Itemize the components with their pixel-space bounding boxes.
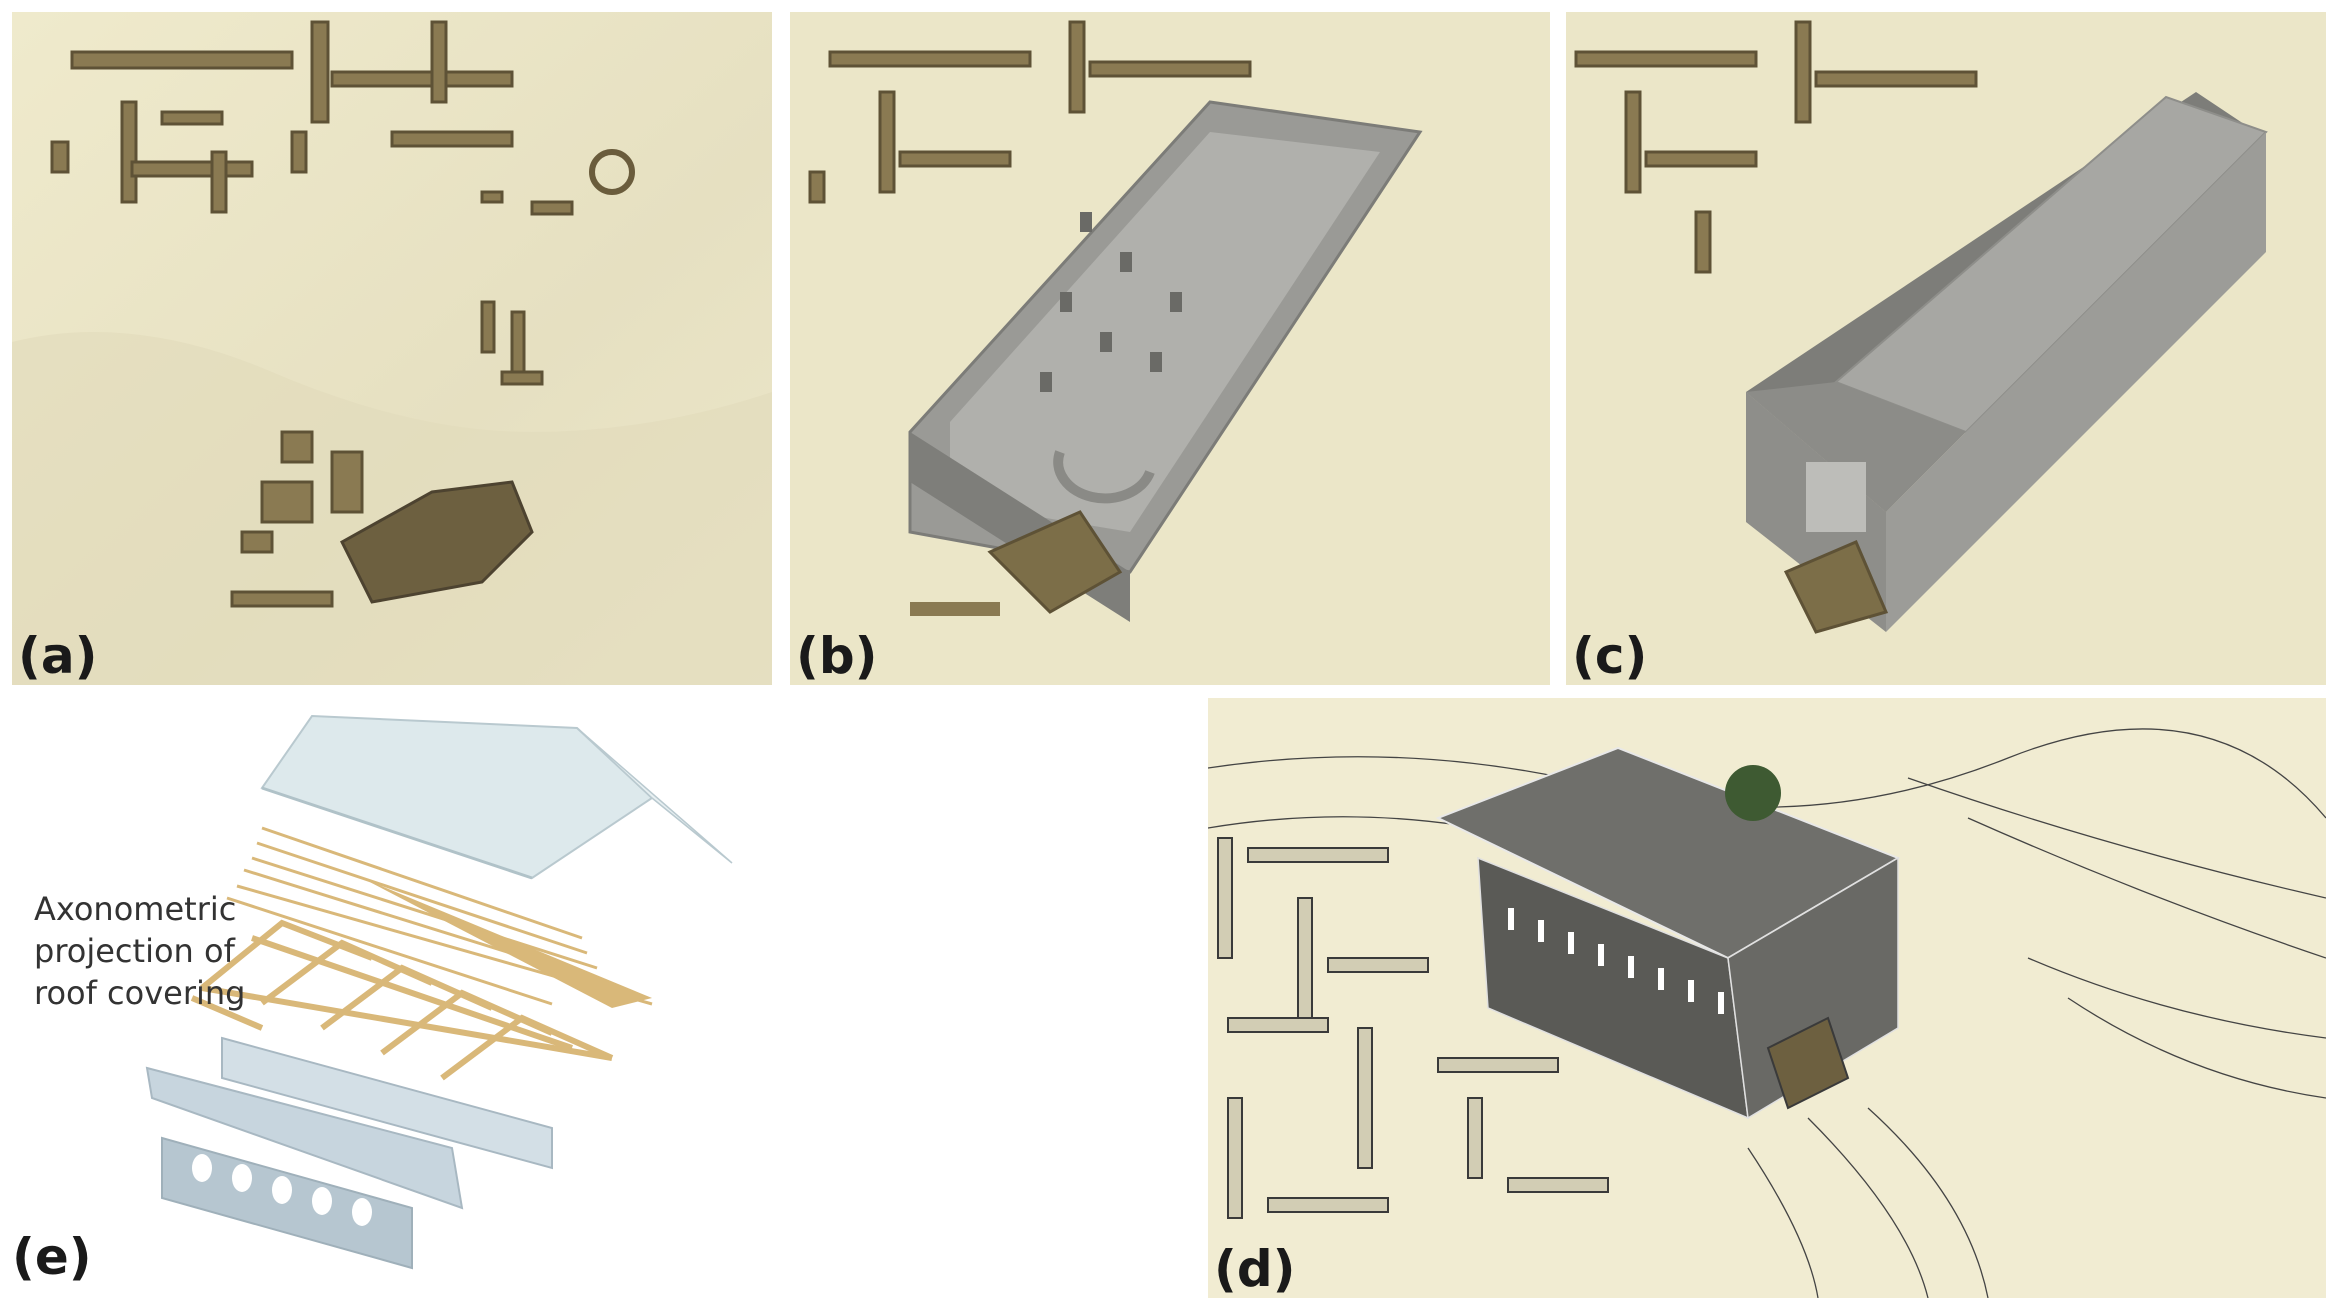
caption-line-2: projection of [34,932,235,971]
panel-d-context: (d) [1208,698,2326,1298]
ruin-walls [808,20,1252,204]
caption-line-1: Axonometric [34,890,237,928]
wall-base-back [221,1036,553,1170]
remains-render [12,12,772,685]
panel-a-remains: (a) [12,12,772,685]
trusses [190,919,614,1081]
ruin-walls [50,20,574,608]
ruin-walls [1574,20,1978,274]
stair-ruin [1766,1016,1850,1110]
ridge-beam [362,878,652,1008]
stair-ruin [1783,540,1889,634]
stair-ruin [987,510,1123,614]
axonometric-drawing [12,698,1012,1298]
column-bases [1040,212,1182,392]
apse-niche [1806,462,1866,532]
tree [1725,765,1781,821]
roofed-render [1566,12,2326,685]
caption-axonometric: Axonometric projection of roof covering [34,888,294,1015]
panel-b-walls: (b) [790,12,1550,685]
side-wall [1886,132,2266,632]
ruin-walls [1217,837,1609,1219]
caption-line-3: roof covering [34,974,246,1013]
stair-ruin [340,480,534,604]
wall-front-face [161,1136,413,1270]
roof-ridge [261,786,533,880]
roof-gable [1746,382,1966,512]
window-arches [192,1154,372,1226]
panel-label-b: (b) [796,627,878,685]
rosette-ruin [589,149,635,195]
basilica-interior [950,132,1380,532]
apse [1053,450,1155,504]
ruin-wall-front [910,602,1000,616]
panel-label-c: (c) [1572,627,1648,685]
panel-c-roofed: (c) [1566,12,2326,685]
panel-label-d: (d) [1214,1240,1296,1298]
roof-sheet-top [260,714,654,880]
wall-base [145,1066,464,1210]
panel-label-e: (e) [12,1228,92,1286]
terrain-shading [12,332,772,685]
walls-render [790,12,1550,685]
panel-label-a: (a) [18,627,98,685]
panel-e-axonometric: Axonometric projection of roof covering … [12,698,1012,1298]
roof-sheet-slope [576,727,733,864]
context-render [1208,698,2326,1298]
windows [1508,908,1724,1014]
